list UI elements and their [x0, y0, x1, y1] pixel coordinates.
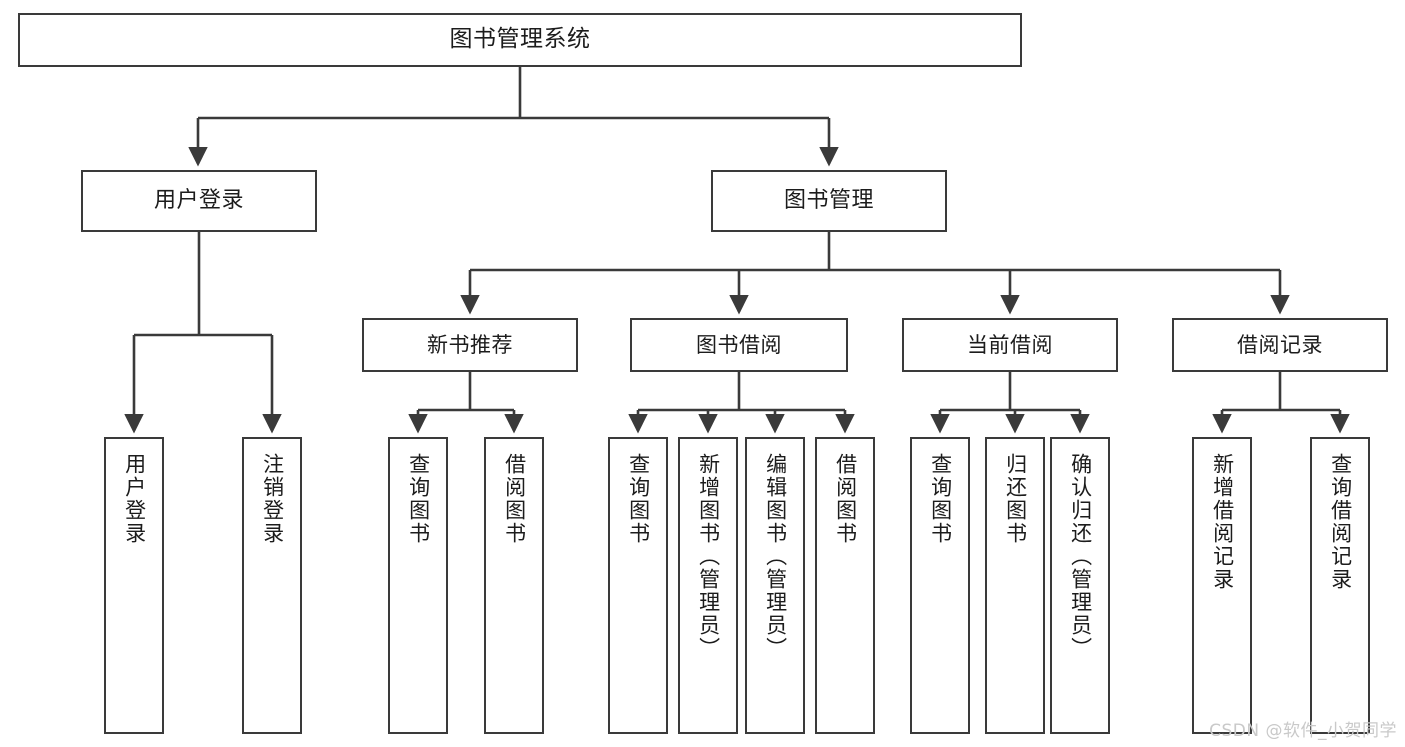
leaf-add-book-admin[interactable]: 新增图书（管理员） — [678, 437, 738, 734]
leaf-borrow-books-recommend[interactable]: 借阅图书 — [484, 437, 544, 734]
leaf-add-borrow-record-label: 新增借阅记录 — [1210, 453, 1235, 591]
node-new-book-recommend[interactable]: 新书推荐 — [362, 318, 578, 372]
leaf-query-books-borrow-label: 查询图书 — [626, 453, 651, 545]
node-borrow-records-label: 借阅记录 — [1237, 332, 1323, 357]
watermark: CSDN @软件_小贺同学 — [1209, 721, 1397, 741]
leaf-query-borrow-record-label: 查询借阅记录 — [1328, 453, 1353, 591]
leaf-borrow-books-label: 借阅图书 — [833, 453, 858, 545]
leaf-query-books-recommend-label: 查询图书 — [406, 453, 431, 545]
leaf-query-books-current[interactable]: 查询图书 — [910, 437, 970, 734]
node-user-login[interactable]: 用户登录 — [81, 170, 317, 232]
leaf-add-book-admin-label: 新增图书（管理员） — [696, 453, 721, 660]
node-book-borrow-label: 图书借阅 — [696, 332, 782, 357]
leaf-query-books-borrow[interactable]: 查询图书 — [608, 437, 668, 734]
node-user-login-label: 用户登录 — [153, 188, 244, 214]
node-borrow-records[interactable]: 借阅记录 — [1172, 318, 1388, 372]
node-new-book-recommend-label: 新书推荐 — [427, 332, 513, 357]
leaf-return-books-label: 归还图书 — [1003, 453, 1028, 545]
leaf-borrow-books[interactable]: 借阅图书 — [815, 437, 875, 734]
node-book-management-label: 图书管理 — [783, 188, 874, 214]
leaf-return-books[interactable]: 归还图书 — [985, 437, 1045, 734]
node-current-borrow[interactable]: 当前借阅 — [902, 318, 1118, 372]
node-root-label: 图书管理系统 — [449, 26, 591, 53]
leaf-edit-book-admin[interactable]: 编辑图书（管理员） — [745, 437, 805, 734]
node-book-management[interactable]: 图书管理 — [711, 170, 947, 232]
leaf-edit-book-admin-label: 编辑图书（管理员） — [763, 453, 788, 660]
node-root[interactable]: 图书管理系统 — [18, 13, 1022, 67]
leaf-add-borrow-record[interactable]: 新增借阅记录 — [1192, 437, 1252, 734]
leaf-confirm-return-admin[interactable]: 确认归还（管理员） — [1050, 437, 1110, 734]
leaf-user-login-label: 用户登录 — [122, 453, 147, 545]
leaf-query-borrow-record[interactable]: 查询借阅记录 — [1310, 437, 1370, 734]
leaf-user-login[interactable]: 用户登录 — [104, 437, 164, 734]
leaf-query-books-current-label: 查询图书 — [928, 453, 953, 545]
leaf-logout-label: 注销登录 — [260, 453, 285, 545]
node-current-borrow-label: 当前借阅 — [967, 332, 1053, 357]
leaf-logout[interactable]: 注销登录 — [242, 437, 302, 734]
leaf-query-books-recommend[interactable]: 查询图书 — [388, 437, 448, 734]
leaf-borrow-books-recommend-label: 借阅图书 — [502, 453, 527, 545]
leaf-confirm-return-admin-label: 确认归还（管理员） — [1068, 453, 1093, 660]
node-book-borrow[interactable]: 图书借阅 — [630, 318, 848, 372]
